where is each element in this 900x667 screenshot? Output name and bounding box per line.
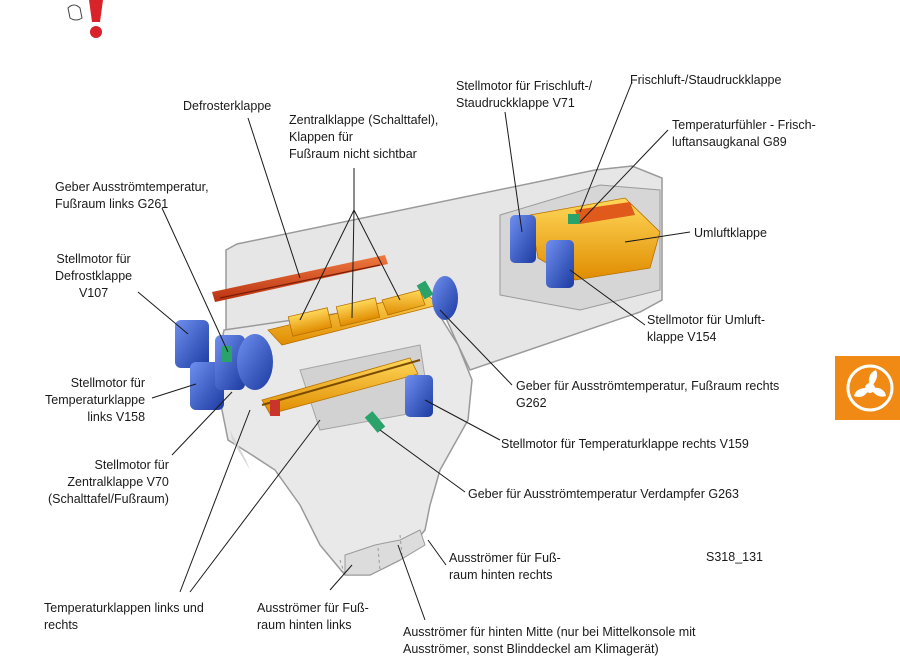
label-g262: Geber für Ausströmtemperatur, Fußraum re… [516, 379, 780, 410]
label-ausstroemer-mitte: Ausströmer für hinten Mitte (nur bei Mit… [403, 625, 696, 656]
label-v159: Stellmotor für Temperaturklappe rechts V… [501, 437, 749, 451]
label-v107: Stellmotor für Defrostklappe V107 [55, 252, 133, 300]
label-g263: Geber für Ausströmtemperatur Verdampfer … [468, 487, 739, 501]
label-v154: Stellmotor für Umluft- klappe V154 [647, 313, 766, 344]
leader-lines [137, 81, 691, 621]
temperature-flaps [261, 357, 421, 416]
label-v158: Stellmotor für Temperaturklappe links V1… [45, 376, 146, 424]
label-g89: Temperaturfühler - Frisch- luftansaugkan… [672, 118, 816, 149]
central-flaps [267, 289, 439, 346]
label-temperaturklappen: Temperaturklappen links und rechts [44, 601, 204, 632]
label-v71: Stellmotor für Frischluft-/ Staudruckkla… [456, 79, 593, 110]
label-ausstroemer-hinten-rechts: Ausströmer für Fuß- raum hinten rechts [449, 551, 561, 582]
fan-icon [835, 356, 900, 420]
label-frischluftklappe: Frischluft-/Staudruckklappe [630, 73, 782, 87]
label-g261: Geber Ausströmtemperatur, Fußraum links … [55, 180, 209, 211]
label-umluftklappe: Umluftklappe [694, 226, 767, 240]
warning-exclamation-icon [67, 0, 103, 38]
label-ausstroemer-hinten-links: Ausströmer für Fuß- raum hinten links [257, 601, 369, 632]
figure-reference: S318_131 [706, 550, 764, 564]
temperature-sensors [222, 214, 580, 433]
label-defrosterklappe: Defrosterklappe [183, 99, 272, 113]
actuator-motors [175, 215, 574, 417]
label-v70: Stellmotor für Zentralklappe V70 (Schalt… [48, 458, 169, 506]
label-zentralklappe: Zentralklappe (Schalttafel), Klappen für… [289, 113, 439, 161]
